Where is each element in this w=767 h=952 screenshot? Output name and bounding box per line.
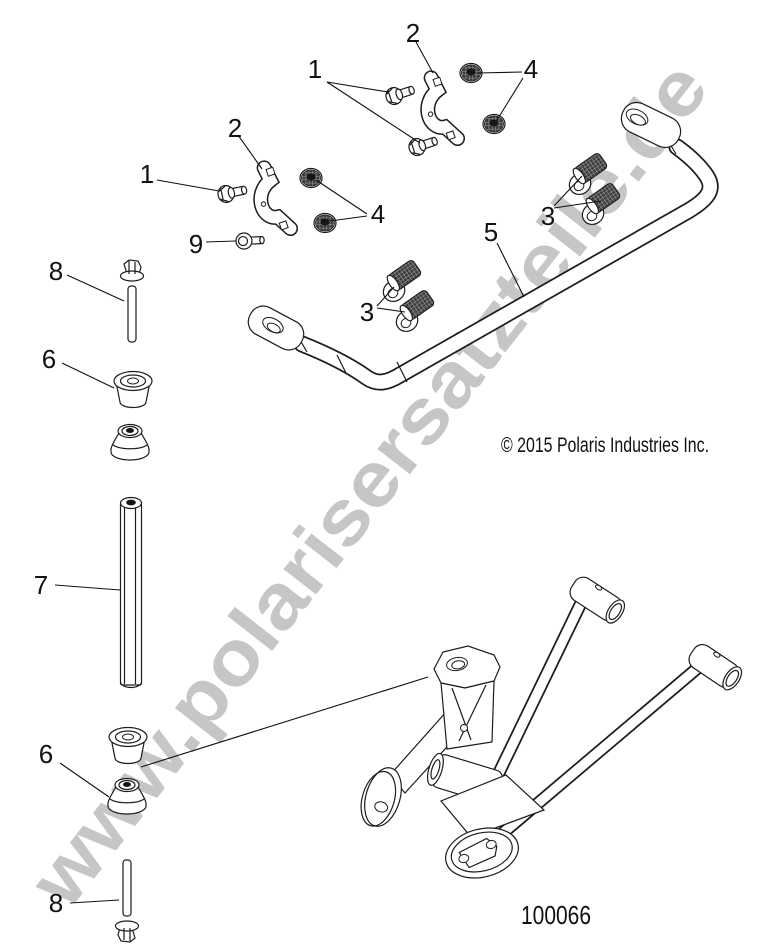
bar-bracket-lower — [247, 164, 302, 235]
arm-tube-end — [688, 643, 743, 691]
bushing-icon — [110, 423, 150, 461]
callout-8-top: 8 — [49, 256, 63, 286]
callout-5: 5 — [484, 217, 498, 247]
arm-eye-plate — [360, 767, 402, 827]
hex-bolt-icon — [383, 80, 418, 108]
callout-4-lower: 4 — [371, 199, 385, 229]
arm-tube-end — [569, 576, 626, 624]
flange-nut-icon — [482, 113, 506, 135]
callout-4-upper: 4 — [524, 54, 538, 84]
callout-6-top: 6 — [42, 344, 56, 374]
flange-nut-icon — [313, 212, 337, 234]
callout-7: 7 — [34, 570, 48, 600]
hex-bolt-icon — [406, 131, 441, 159]
bushing-icon — [113, 370, 153, 409]
callout-3-center: 3 — [360, 297, 374, 327]
hex-bolt-icon — [215, 180, 249, 205]
spacer-tube — [119, 496, 143, 689]
bar-eye-left — [247, 305, 305, 351]
callout-1-lower: 1 — [140, 159, 154, 189]
callout-labels: 1 2 4 1 2 4 9 3 5 3 8 6 7 6 8 — [34, 18, 555, 918]
callout-8-bottom: 8 — [49, 888, 63, 918]
flange-nut-icon — [299, 167, 323, 189]
bar-eye-right — [620, 101, 682, 149]
callout-2-lower: 2 — [228, 113, 242, 143]
callout-1-upper: 1 — [308, 54, 322, 84]
arm-clevis — [445, 827, 519, 879]
callout-3-right: 3 — [541, 201, 555, 231]
bar-bracket-upper — [414, 74, 469, 145]
bushing-icon — [108, 726, 148, 765]
shoulder-bolt-icon — [234, 231, 266, 251]
stabilizer-bar — [247, 101, 719, 391]
part-number: 100066 — [521, 900, 591, 930]
copyright-text: © 2015 Polaris Industries Inc. — [501, 434, 709, 457]
callout-2-upper: 2 — [406, 18, 420, 48]
callout-6-bottom: 6 — [39, 739, 53, 769]
arm-gusset — [440, 680, 495, 750]
callout-9: 9 — [189, 229, 203, 259]
control-arm — [360, 576, 743, 879]
leader-lines — [54, 41, 602, 904]
arm-gusset-plate — [440, 774, 546, 838]
